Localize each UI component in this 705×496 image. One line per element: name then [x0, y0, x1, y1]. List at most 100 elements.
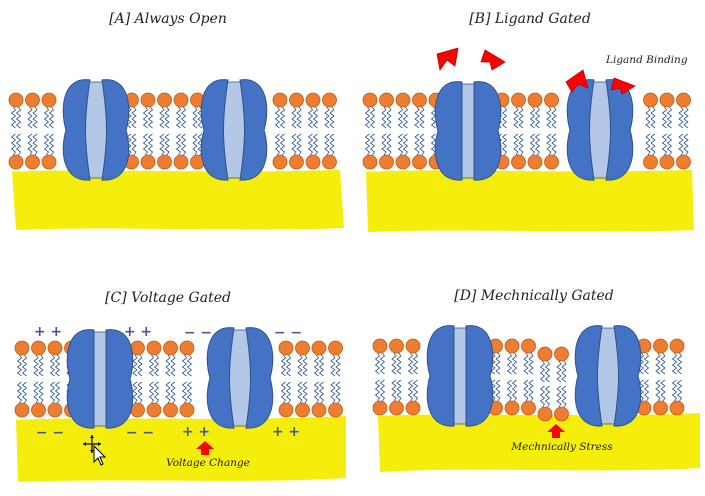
phospholipid-head: [289, 92, 304, 108]
lipid-tails: [539, 360, 551, 408]
channel-subunit-left: [200, 79, 229, 181]
bound-ligand-icon: [565, 69, 589, 93]
positive-charge: + +: [182, 424, 210, 440]
phospholipid-head: [328, 402, 343, 418]
panel-d-channel-open: [574, 325, 642, 427]
ligand-icon: [436, 47, 459, 72]
lipid-tails: [671, 352, 683, 402]
phospholipid-head: [554, 406, 569, 422]
negative-charge: − −: [274, 325, 302, 341]
phospholipid-head: [322, 154, 337, 170]
phospholipid-head: [179, 340, 195, 356]
phospholipid-head: [146, 340, 162, 356]
lipid-tails: [546, 106, 557, 156]
panel-d: [D] Mechnically Gated Mechnically Stress: [372, 288, 700, 472]
lipid-tails: [132, 354, 143, 404]
lipid-tails: [661, 106, 673, 156]
phospholipid-head: [305, 92, 321, 108]
phospholipid-head: [140, 154, 156, 170]
phospholipid-head: [676, 154, 691, 170]
panel-b-title: [B] Ligand Gated: [469, 11, 591, 27]
phospholipid-head: [8, 154, 24, 170]
channel-subunit-right: [239, 79, 268, 181]
panel-b: [B] Ligand Gated Ligand Binding: [362, 11, 694, 232]
phospholipid-head: [173, 92, 189, 108]
panel-b-cytoplasm: [366, 170, 694, 232]
channel-subunit-left: [206, 327, 235, 429]
phospholipid-head: [643, 92, 658, 108]
channel-subunit-right: [473, 81, 502, 181]
lipid-tails: [330, 354, 341, 404]
phospholipid-head: [157, 154, 172, 170]
phospholipid-head: [537, 406, 553, 422]
panel-a-channel-2: [200, 79, 268, 181]
phospholipid-head: [362, 92, 378, 108]
lipid-tails: [556, 360, 567, 408]
lipid-tails: [181, 354, 193, 404]
lipid-tails: [678, 106, 689, 156]
phospholipid-head: [405, 338, 421, 354]
phospholipid-head: [295, 402, 310, 418]
phospholipid-head: [305, 154, 321, 170]
phospholipid-head: [659, 92, 675, 108]
panel-d-cytoplasm: [378, 413, 700, 472]
lipid-tails: [274, 106, 286, 156]
lipid-tails: [364, 106, 376, 156]
channel-subunit-left: [426, 325, 455, 427]
phospholipid-head: [295, 340, 310, 356]
lipid-tails: [513, 106, 524, 156]
phospholipid-head: [643, 154, 658, 170]
channel-subunit-left: [66, 329, 95, 429]
lipid-tails: [655, 352, 666, 402]
lipid-tails: [159, 106, 170, 156]
panel-b-channel-closed: [434, 81, 502, 181]
phospholipid-head: [653, 400, 668, 416]
panel-c-cytoplasm: [16, 416, 346, 482]
voltage-change-label: Voltage Change: [166, 457, 250, 469]
panel-a-cytoplasm: [12, 170, 344, 230]
phospholipid-head: [511, 154, 526, 170]
phospholipid-head: [289, 154, 304, 170]
phospholipid-head: [163, 340, 178, 356]
ligand-binding-label: Ligand Binding: [605, 54, 688, 66]
channel-subunit-right: [245, 327, 274, 429]
positive-charge: + +: [34, 324, 62, 340]
lipid-tails: [397, 106, 409, 156]
bound-ligand-icon: [610, 77, 636, 95]
phospholipid-head: [47, 340, 63, 356]
negative-charge: − −: [126, 425, 154, 441]
phospholipid-head: [412, 92, 427, 108]
phospholipid-head: [278, 340, 294, 356]
panel-a-membrane: [8, 92, 337, 170]
negative-charge: − −: [184, 325, 212, 341]
phospholipid-head: [41, 154, 57, 170]
panel-c: [C] Voltage Gated + + + + − − − − − − − …: [14, 290, 346, 482]
phospholipid-head: [669, 400, 685, 416]
phospholipid-head: [527, 92, 543, 108]
channel-subunit-right: [105, 329, 134, 429]
positive-charge: + +: [272, 424, 300, 440]
ligand-icon: [480, 49, 506, 71]
phospholipid-head: [322, 92, 337, 108]
phospholipid-head: [47, 402, 63, 418]
phospholipid-head: [8, 92, 24, 108]
phospholipid-head: [379, 92, 394, 108]
lipid-tails: [175, 106, 187, 156]
phospholipid-head: [372, 338, 388, 354]
lipid-tails: [10, 106, 22, 156]
phospholipid-head: [25, 92, 40, 108]
phospholipid-head: [554, 346, 569, 362]
phospholipid-head: [537, 346, 553, 362]
phospholipid-head: [146, 402, 162, 418]
phospholipid-head: [669, 338, 685, 354]
phospholipid-head: [25, 154, 40, 170]
lipid-tails: [414, 106, 425, 156]
positive-charge: + +: [124, 324, 152, 340]
phospholipid-head: [527, 154, 543, 170]
phospholipid-head: [163, 402, 178, 418]
phospholipid-head: [511, 92, 526, 108]
phospholipid-head: [521, 338, 536, 354]
phospholipid-head: [395, 92, 411, 108]
channel-subunit-right: [101, 79, 130, 181]
lipid-tails: [16, 354, 28, 404]
